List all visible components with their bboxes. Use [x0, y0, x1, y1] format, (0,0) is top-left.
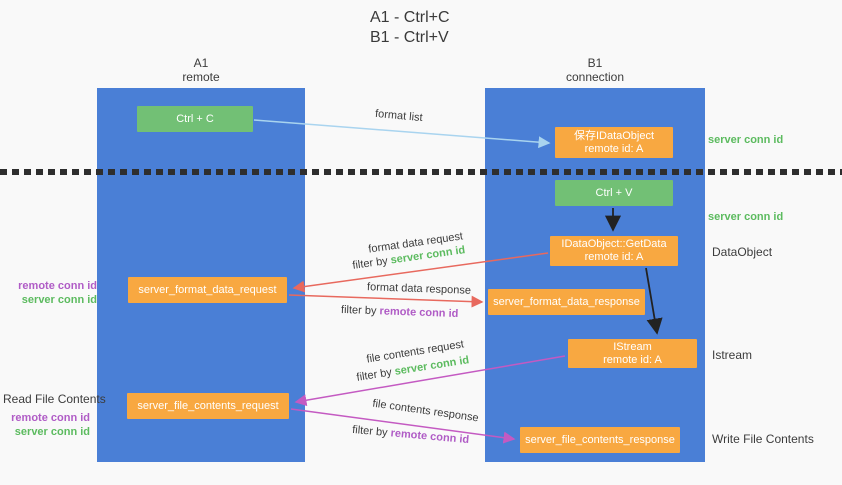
label-dataobject: DataObject: [712, 245, 773, 259]
label-format-data-response: format data response: [366, 281, 472, 297]
node-istream-line2: remote id: A: [603, 353, 662, 366]
label-server-conn-id-format: server conn id: [21, 294, 97, 306]
node-save-idataobject-line2: remote id: A: [584, 142, 644, 155]
node-istream: IStream remote id: A: [568, 339, 697, 368]
node-ctrl-c: Ctrl + C: [137, 106, 253, 132]
filter-prefix: filter by: [351, 254, 392, 272]
label-file-contents-response: file contents response: [371, 397, 480, 425]
node-idataobject-getdata: IDataObject::GetData remote id: A: [550, 236, 678, 266]
filter-prefix: filter by: [340, 303, 380, 318]
label-server-conn-id-mid-right: server conn id: [708, 211, 784, 223]
title-line-2: B1 - Ctrl+V: [370, 29, 449, 46]
label-filter-format-data-response: filter by remote conn id: [341, 304, 459, 320]
node-istream-line1: IStream: [613, 340, 652, 353]
label-server-conn-id-top-right: server conn id: [708, 134, 784, 146]
column-a1-id: A1: [193, 56, 209, 70]
node-server-format-data-response: server_format_data_response: [488, 289, 645, 315]
node-server-format-data-response-label: server_format_data_response: [493, 295, 640, 308]
node-server-file-contents-response-label: server_file_contents_response: [525, 433, 675, 446]
column-b1-role: connection: [565, 70, 625, 84]
node-server-format-data-request: server_format_data_request: [128, 277, 287, 303]
filter-prefix: filter by: [351, 423, 392, 440]
label-remote-conn-id-file: remote conn id: [11, 412, 90, 424]
node-save-idataobject: 保存IDataObject remote id: A: [555, 127, 673, 158]
column-a1-role: remote: [182, 70, 220, 84]
filter-prefix: filter by: [355, 365, 396, 384]
node-save-idataobject-line1: 保存IDataObject: [573, 129, 655, 142]
node-server-file-contents-request: server_file_contents_request: [127, 393, 289, 419]
label-read-file-contents: Read File Contents: [3, 392, 106, 406]
node-idataobject-getdata-line1: IDataObject::GetData: [561, 238, 667, 250]
node-ctrl-c-label: Ctrl + C: [176, 112, 214, 125]
node-ctrl-v: Ctrl + V: [555, 180, 673, 206]
left-format-conn-ids: remote conn id server conn id: [0, 279, 97, 307]
node-ctrl-v-label: Ctrl + V: [595, 186, 633, 199]
filter-value-remote-conn-id: remote conn id: [390, 427, 470, 447]
label-remote-conn-id-format: remote conn id: [18, 280, 97, 292]
label-write-file-contents: Write File Contents: [712, 432, 814, 446]
label-server-conn-id-file: server conn id: [14, 426, 90, 438]
session-divider-dotted-line: [0, 169, 842, 175]
column-header-b1: B1 connection: [485, 56, 705, 84]
filter-value-remote-conn-id: remote conn id: [379, 305, 459, 321]
node-server-format-data-request-label: server_format_data_request: [138, 283, 277, 296]
title-line-1: A1 - Ctrl+C: [370, 9, 450, 26]
label-istream: Istream: [712, 348, 753, 362]
label-format-list: format list: [374, 107, 424, 125]
diagram-title: A1 - Ctrl+C B1 - Ctrl+V: [370, 8, 450, 48]
label-filter-file-contents-response: filter by remote conn id: [352, 424, 470, 446]
column-b1-id: B1: [587, 56, 603, 70]
node-server-file-contents-request-label: server_file_contents_request: [137, 399, 279, 412]
node-server-file-contents-response: server_file_contents_response: [520, 427, 680, 453]
node-idataobject-getdata-line2: remote id: A: [584, 251, 644, 263]
column-header-a1: A1 remote: [97, 56, 305, 84]
left-file-conn-ids: remote conn id server conn id: [0, 411, 90, 439]
